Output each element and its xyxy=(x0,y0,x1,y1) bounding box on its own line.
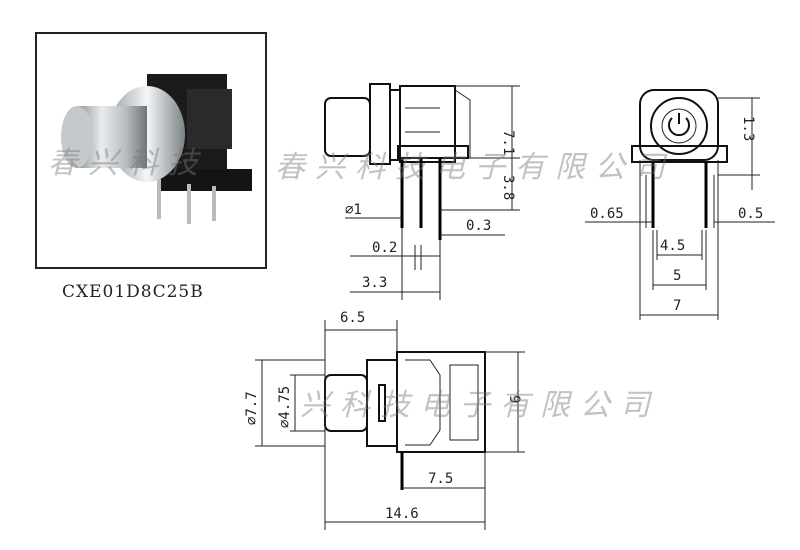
watermark-left: 春兴科技 xyxy=(48,146,208,181)
dim-top-total-length: 14.6 xyxy=(385,506,419,522)
dim-top-body-length: 7.5 xyxy=(428,471,453,487)
product-photo-frame xyxy=(35,32,267,269)
dim-front-span-outer: 7 xyxy=(673,298,681,314)
dim-height-lower: 3.8 xyxy=(500,175,516,200)
dim-front-span-mid: 5 xyxy=(673,268,681,284)
dim-front-pin-thickness: 0.5 xyxy=(738,206,763,222)
side-view: 7.1 3.8 ⌀1 0.2 0.3 3.3 xyxy=(324,83,520,300)
front-view: 1.3 0.65 0.5 4.5 5 7 xyxy=(585,89,775,320)
dim-top-cap-length: 6.5 xyxy=(340,310,365,326)
dim-top-outer-diameter: ⌀7.7 xyxy=(244,391,260,425)
dim-pin-diameter: ⌀1 xyxy=(345,202,362,218)
dim-front-pin-width: 0.65 xyxy=(590,206,624,222)
dim-front-span-inner: 4.5 xyxy=(660,238,685,254)
dim-height-upper: 7.1 xyxy=(500,130,516,155)
top-view: 6.5 ⌀7.7 ⌀4.75 9 7.5 14.6 xyxy=(244,310,525,530)
product-photo xyxy=(61,74,252,224)
part-number-label: CXE01D8C25B xyxy=(62,282,204,302)
dim-top-inner-diameter: ⌀4.75 xyxy=(277,386,293,428)
dim-pin-thickness-a: 0.2 xyxy=(372,240,397,256)
dim-top-body-height: 9 xyxy=(506,395,522,403)
watermark-top: 春兴科技电子有限公司 xyxy=(275,150,675,185)
dim-front-height: 1.3 xyxy=(740,116,756,141)
dim-pin-thickness-b: 0.3 xyxy=(466,218,491,234)
dim-side-offset: 3.3 xyxy=(362,275,387,291)
watermark-bottom: 兴科技电子有限公司 xyxy=(300,388,660,423)
